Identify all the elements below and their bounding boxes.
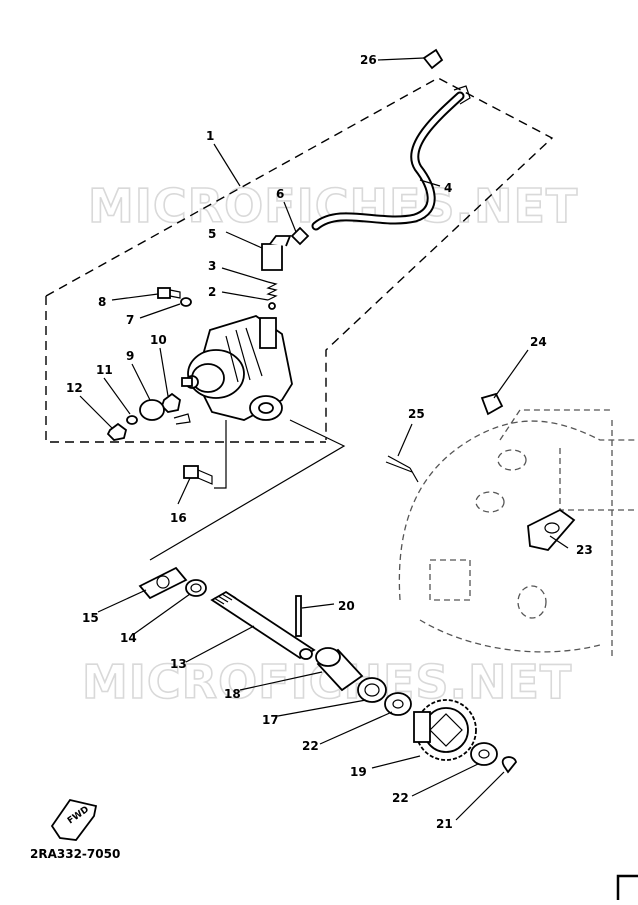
part-4-hose [311, 85, 471, 231]
part-21-clip [501, 756, 517, 774]
callout-14: 14 [120, 631, 137, 645]
callout-8: 8 [98, 295, 106, 309]
callout-21: 21 [436, 817, 453, 831]
watermark-top: MICROFICHES.NET [88, 179, 578, 233]
leader-16-pump [214, 420, 227, 489]
callout-22a: 22 [302, 739, 319, 753]
part-12-nut [106, 422, 128, 441]
callout-1: 1 [206, 129, 214, 143]
assembly-boundary [45, 77, 554, 443]
callout-18: 18 [224, 687, 241, 701]
callout-20: 20 [338, 599, 355, 613]
leader-lines [79, 57, 569, 821]
corner-mark [616, 874, 638, 900]
callout-5: 5 [208, 227, 216, 241]
callout-2: 2 [208, 285, 216, 299]
diagram-code: 2RA332-7050 [30, 847, 120, 861]
part-14-oring [185, 579, 207, 597]
callout-3: 3 [208, 259, 216, 273]
part-15-gasket [138, 566, 188, 600]
callout-11: 11 [96, 363, 113, 377]
callout-6: 6 [276, 187, 284, 201]
part-19-gear [413, 699, 477, 761]
part-20-pin [295, 595, 302, 637]
part-25-clip [385, 455, 419, 483]
part-26-cap [422, 48, 444, 70]
part-8-screw [157, 287, 181, 299]
callout-25: 25 [408, 407, 425, 421]
callout-4: 4 [444, 181, 452, 195]
part-3-spring [266, 281, 278, 301]
callout-24: 24 [530, 335, 547, 349]
callout-15: 15 [82, 611, 99, 625]
part-2-ball [268, 302, 276, 310]
callout-16: 16 [170, 511, 187, 525]
part-18-collar [315, 647, 364, 692]
callout-26: 26 [360, 53, 377, 67]
part-9-washer [139, 399, 165, 421]
part-22-washer-a [384, 692, 412, 716]
callout-7: 7 [126, 313, 134, 327]
callout-19: 19 [350, 765, 367, 779]
fwd-arrow: FWD [50, 798, 98, 841]
part-17-bearing [357, 677, 387, 703]
leader-pump-shaft [149, 419, 346, 561]
callout-12: 12 [66, 381, 83, 395]
callouts: 1 2 3 4 5 6 7 8 9 10 11 12 13 14 15 16 1… [66, 53, 593, 831]
part-23-grommet [527, 508, 576, 551]
part-1-oil-pump [173, 315, 293, 425]
callout-13: 13 [170, 657, 187, 671]
callout-10: 10 [150, 333, 167, 347]
callout-23: 23 [576, 543, 593, 557]
part-13-shaft [210, 590, 316, 660]
callout-22b: 22 [392, 791, 409, 805]
callout-9: 9 [126, 349, 134, 363]
part-24-clamp [480, 392, 504, 416]
part-5-fitting [261, 235, 292, 271]
engine-case-ghost [398, 409, 636, 660]
part-11-washer [126, 415, 138, 425]
part-7-washer [180, 297, 192, 307]
part-22-washer-b [470, 742, 498, 766]
callout-17: 17 [262, 713, 279, 727]
part-16-bolt [183, 465, 213, 485]
